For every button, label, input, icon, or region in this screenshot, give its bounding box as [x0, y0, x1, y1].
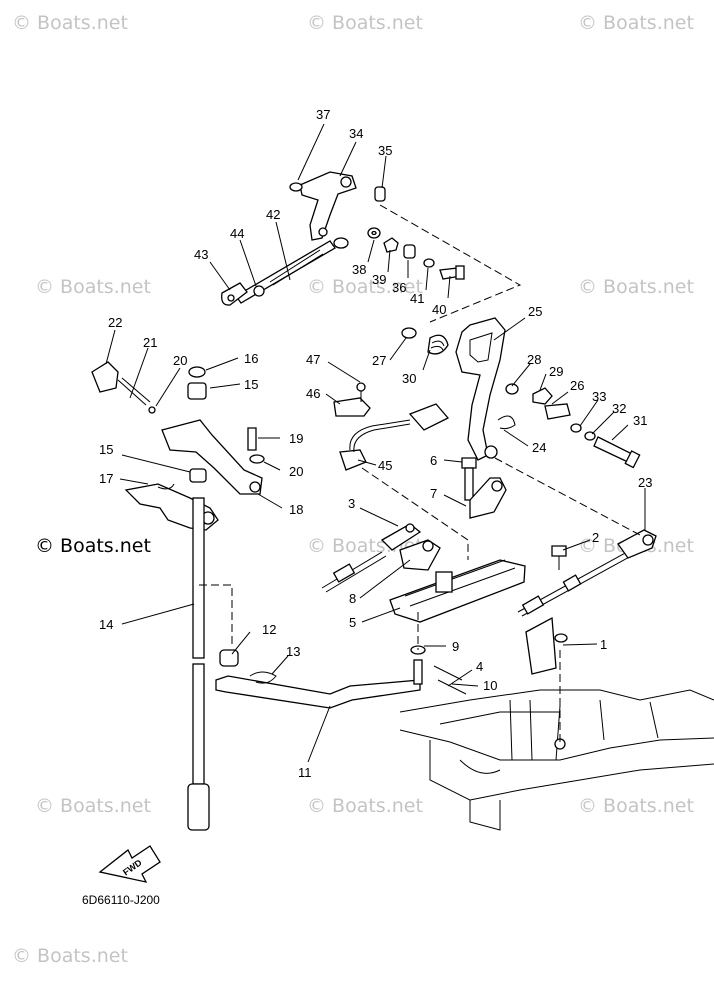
- part-label-15-upper: 15: [244, 377, 258, 392]
- watermark-main: © Boats.net: [35, 535, 151, 557]
- part-label-3: 3: [348, 496, 355, 511]
- diagram-code: 6D66110-J200: [82, 893, 160, 907]
- part-label-35: 34: [349, 126, 363, 141]
- part-label-28: 27: [372, 353, 386, 368]
- part-label-48: 47: [306, 352, 320, 367]
- part-label-5: 5: [349, 615, 356, 630]
- part-label-11: 11: [298, 765, 312, 780]
- shift-rod: [215, 645, 467, 709]
- part-label-37: 36: [392, 280, 406, 295]
- part-number-labels: 1 2 3 4 5 6 7 8 9 10 11 12 13 14 15 15 1…: [99, 107, 652, 780]
- part-label-16: 16: [244, 351, 258, 366]
- part-label-31: 30: [402, 371, 416, 386]
- bellcrank-arm: [289, 171, 386, 241]
- part-label-38: 37: [316, 107, 330, 122]
- watermark: © Boats.net: [307, 12, 423, 34]
- watermark: © Boats.net: [307, 795, 423, 817]
- adjusting-rod: [221, 237, 349, 306]
- part-label-4: 4: [476, 659, 483, 674]
- bracket-right: [525, 545, 568, 675]
- watermark: © Boats.net: [35, 795, 151, 817]
- part-label-30: 29: [549, 364, 563, 379]
- part-label-1: 1: [600, 637, 607, 652]
- watermark: © Boats.net: [578, 276, 694, 298]
- fwd-arrow: FWD: [98, 845, 161, 883]
- part-label-43: 42: [266, 207, 280, 222]
- watermark: © Boats.net: [578, 12, 694, 34]
- part-label-14: 14: [99, 617, 113, 632]
- part-label-32: 31: [633, 413, 647, 428]
- watermark: © Boats.net: [12, 12, 128, 34]
- part-label-41: 40: [432, 302, 446, 317]
- shift-rail-assembly: [380, 523, 526, 623]
- part-label-8: 8: [349, 591, 356, 606]
- part-label-13: 13: [286, 644, 300, 659]
- shift-lever-left: [91, 361, 265, 531]
- watermark: © Boats.net: [35, 276, 151, 298]
- part-label-46: 45: [378, 458, 392, 473]
- part-label-44: 43: [194, 247, 208, 262]
- part-label-42: 41: [410, 291, 424, 306]
- part-label-39: 38: [352, 262, 366, 277]
- part-label-23: 22: [108, 315, 122, 330]
- part-label-25: 24: [532, 440, 546, 455]
- part-label-19: 19: [289, 431, 303, 446]
- part-label-2: 2: [592, 530, 599, 545]
- part-label-26: 25: [528, 304, 542, 319]
- part-label-6: 6: [430, 453, 437, 468]
- part-label-18: 18: [289, 502, 303, 517]
- part-label-34: 33: [592, 389, 606, 404]
- washers-top: [367, 227, 465, 280]
- part-label-27: 26: [570, 378, 584, 393]
- lower-housing: [399, 689, 714, 831]
- part-label-47: 46: [306, 386, 320, 401]
- part-label-45: 44: [230, 226, 244, 241]
- part-label-7: 7: [430, 486, 437, 501]
- cables: [321, 529, 657, 617]
- part-label-22: 21: [143, 335, 157, 350]
- watermark: © Boats.net: [307, 276, 423, 298]
- watermark: © Boats.net: [12, 945, 128, 967]
- bolt-and-bracket: [461, 457, 507, 519]
- part-label-29: 28: [527, 352, 541, 367]
- part-label-10: 10: [483, 678, 497, 693]
- part-label-40: 39: [372, 272, 386, 287]
- part-label-17: 17: [99, 471, 113, 486]
- part-label-21: 20: [173, 353, 187, 368]
- watermark: © Boats.net: [578, 795, 694, 817]
- wire-connector: [333, 382, 450, 471]
- part-label-33: 32: [612, 401, 626, 416]
- control-lever: [401, 317, 641, 469]
- leader-lines: [105, 123, 646, 763]
- part-label-20: 20: [289, 464, 303, 479]
- part-label-9: 9: [452, 639, 459, 654]
- part-label-24: 23: [638, 475, 652, 490]
- shift-shaft: [187, 497, 239, 831]
- part-label-12: 12: [262, 622, 276, 637]
- part-label-36: 35: [378, 143, 392, 158]
- part-label-15-lower: 15: [99, 442, 113, 457]
